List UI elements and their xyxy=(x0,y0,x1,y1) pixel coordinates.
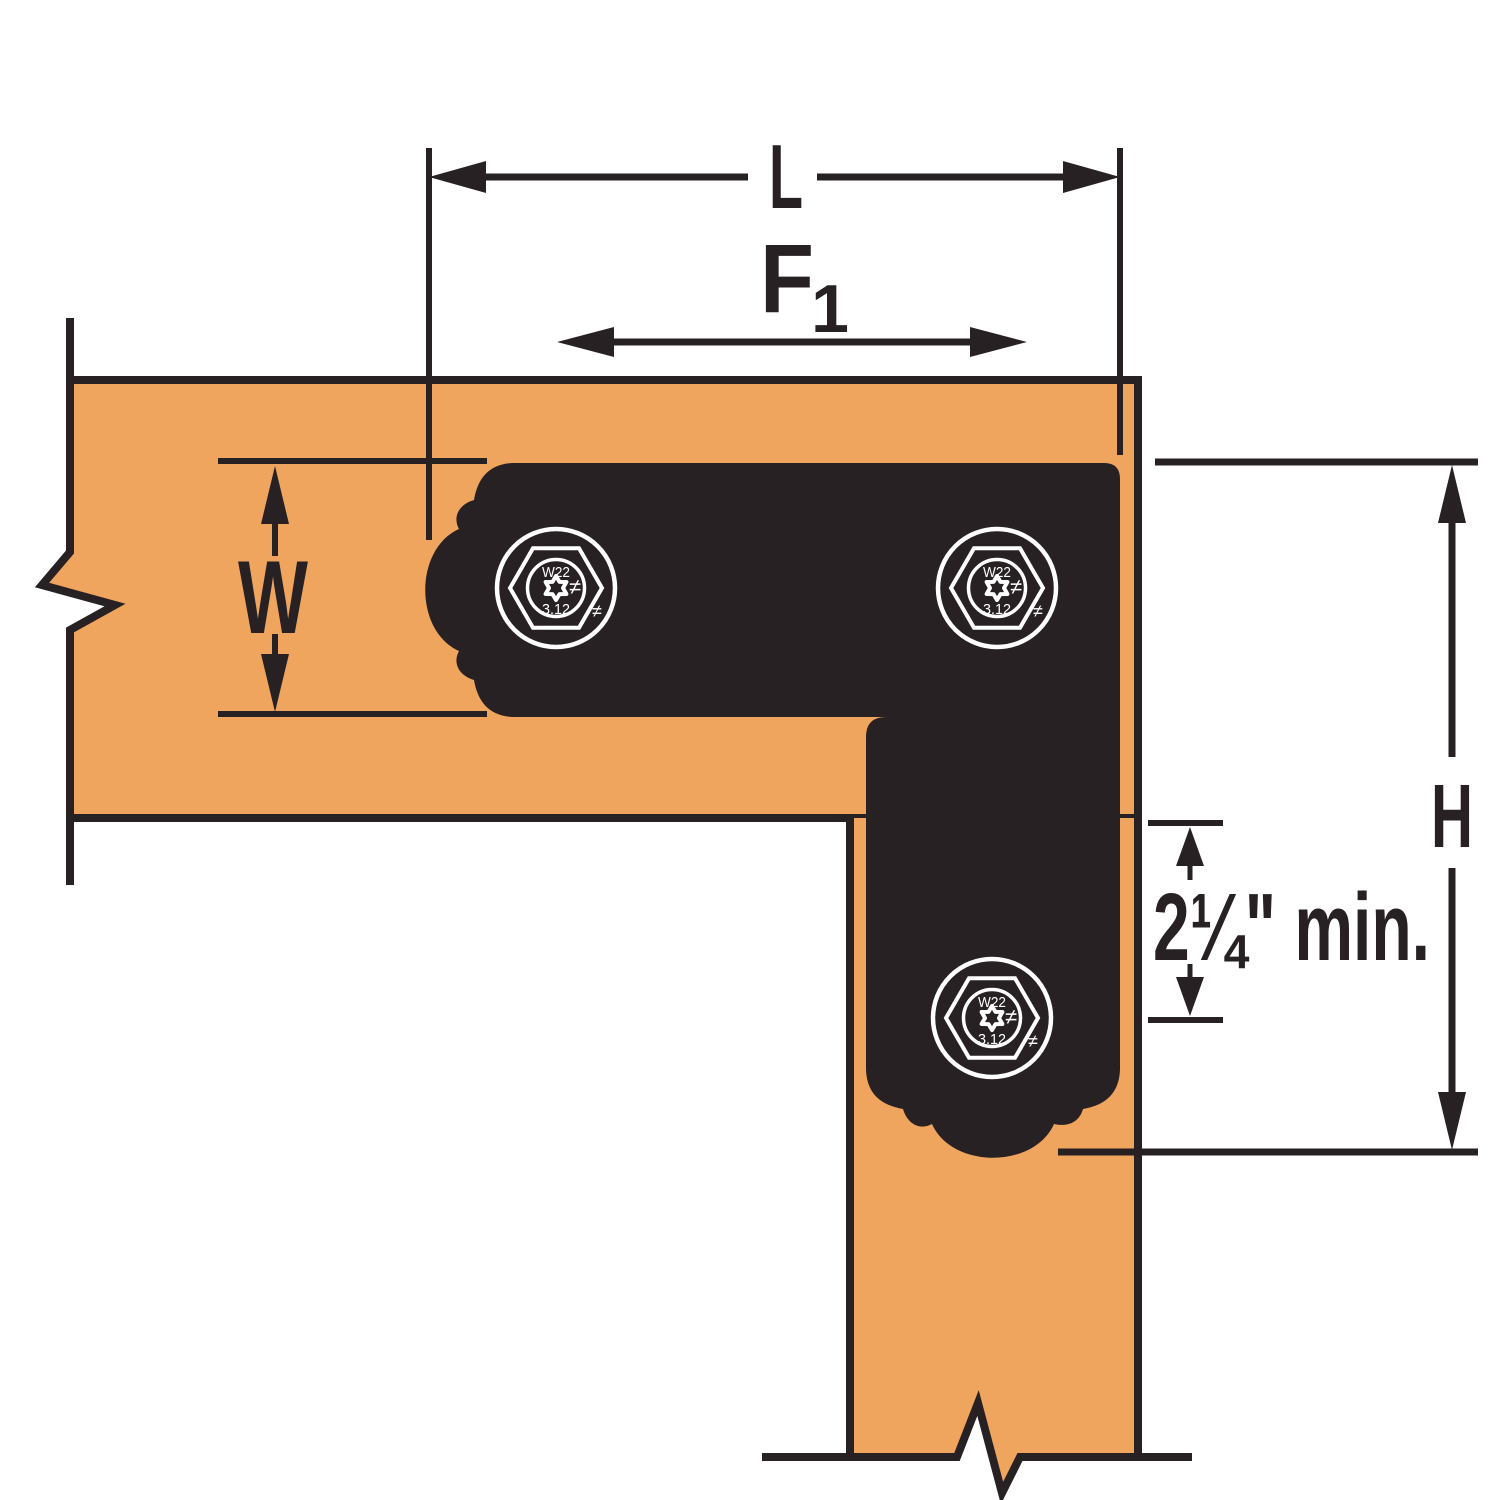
w-arrowhead-down xyxy=(261,654,289,712)
w-arrowhead-up xyxy=(261,466,289,524)
l-arrowhead-right xyxy=(1063,161,1120,193)
min-arrowhead-down xyxy=(1176,977,1204,1016)
dimension-W: W xyxy=(218,458,487,717)
beam-left-break-edge xyxy=(34,318,126,885)
w-label: W xyxy=(238,540,309,656)
min-arrowhead-up xyxy=(1176,827,1204,866)
l-arrowhead-left xyxy=(429,161,486,193)
f1-label-main: F xyxy=(760,224,814,333)
f1-arrowhead-right xyxy=(970,327,1027,357)
f1-arrowhead-left xyxy=(557,327,614,357)
post-bottom-break-edge xyxy=(762,1390,1192,1500)
h-arrowhead-up xyxy=(1438,465,1466,523)
h-arrowhead-down xyxy=(1438,1092,1466,1150)
dimension-L: L xyxy=(426,127,1123,540)
dimension-F1: F 1 xyxy=(557,224,1027,357)
h-label: H xyxy=(1431,767,1473,867)
l-label: L xyxy=(769,127,803,228)
f1-label-subscript: 1 xyxy=(811,271,849,347)
dimension-min-embed: 2¼" min. xyxy=(1148,820,1430,1023)
min-label: 2¼" min. xyxy=(1153,874,1430,981)
dimension-H: H xyxy=(1058,458,1478,1156)
